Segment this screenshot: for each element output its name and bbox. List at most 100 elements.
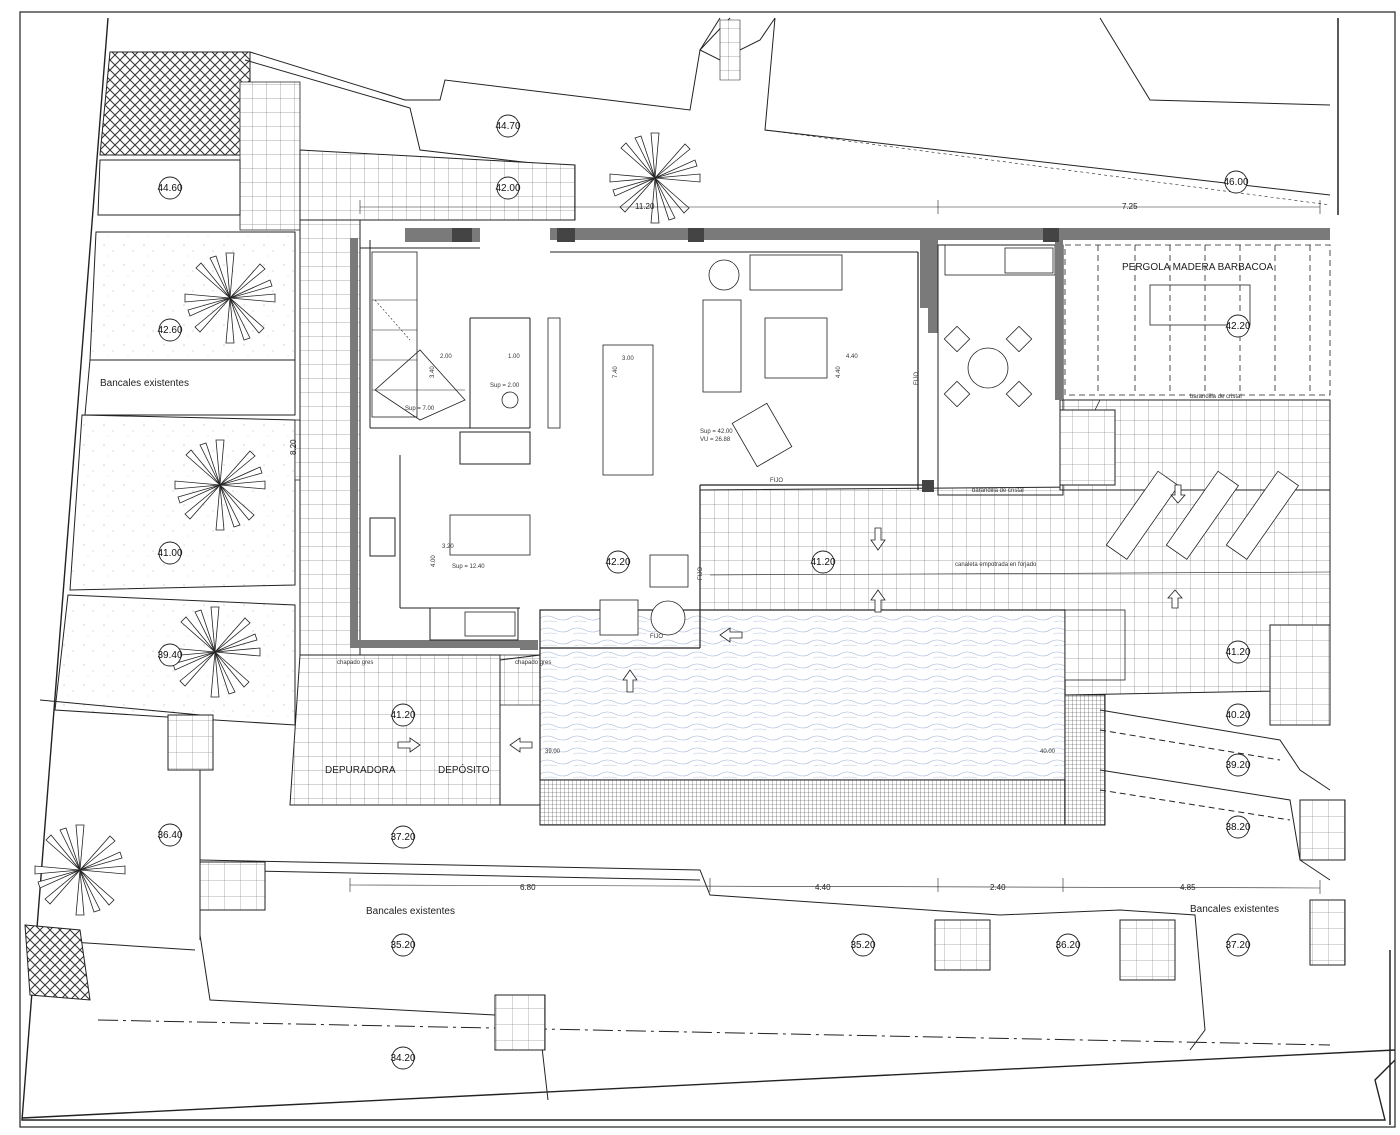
level-marker: 37.20 — [1225, 933, 1251, 957]
level-marker: 40.20 — [1225, 703, 1251, 727]
svg-text:37.20: 37.20 — [1225, 940, 1250, 951]
label-fijo-3: FIJO — [698, 567, 704, 580]
palm-tree-icon — [184, 252, 276, 344]
area-living: Sup = 42.00 — [700, 429, 733, 435]
label-pool-level-left: 39.00 — [545, 749, 561, 755]
level-marker: 39.40 — [157, 643, 183, 667]
label-pergola: PERGOLA MADERA BARBACOA — [1122, 262, 1273, 273]
level-marker: 46.00 — [1223, 170, 1249, 194]
svg-text:41.20: 41.20 — [810, 557, 835, 568]
dim-label: 6.80 — [520, 883, 536, 892]
text-labels: Bancales existentes Bancales existentes … — [100, 262, 1279, 917]
dim-label: 3.20 — [442, 544, 454, 550]
level-marker: 42.20 — [605, 550, 631, 574]
dim-label: 3.00 — [622, 356, 634, 362]
dim-label: 1.00 — [508, 354, 520, 360]
dimension-lines — [299, 200, 1331, 894]
dim-label: 7.40 — [613, 366, 619, 378]
level-marker: 42.20 — [1225, 314, 1251, 338]
svg-text:35.20: 35.20 — [390, 940, 415, 951]
dim-label: 2.00 — [440, 354, 452, 360]
label-pool-level-right: 40.00 — [1040, 749, 1056, 755]
dim-label: 4.85 — [1180, 883, 1196, 892]
svg-text:42.20: 42.20 — [605, 557, 630, 568]
level-marker: 41.20 — [390, 703, 416, 727]
level-markers: 44.70 44.60 42.00 46.00 42.60 42.20 41.0… — [157, 114, 1251, 1070]
level-marker: 42.00 — [495, 176, 521, 200]
pergola — [1064, 244, 1331, 396]
svg-text:42.20: 42.20 — [1225, 321, 1250, 332]
furniture — [449, 247, 1300, 637]
label-bancales-bottom: Bancales existentes — [366, 906, 455, 917]
exterior-stairs — [24, 409, 1346, 1051]
svg-text:39.40: 39.40 — [157, 650, 182, 661]
dim-label: 4.00 — [431, 555, 437, 567]
dim-label: 4.40 — [846, 354, 858, 360]
dim-label: 4.40 — [815, 883, 831, 892]
palm-tree-icon — [609, 132, 701, 224]
label-barandilla-2: barandilla de cristal — [1190, 394, 1242, 400]
svg-text:40.20: 40.20 — [1225, 710, 1250, 721]
level-marker: 34.20 — [390, 1046, 416, 1070]
svg-text:46.00: 46.00 — [1223, 177, 1248, 188]
label-fijo-1: FIJO — [770, 478, 783, 484]
svg-text:42.60: 42.60 — [157, 325, 182, 336]
level-marker: 37.20 — [390, 825, 416, 849]
area-living-vu: VU = 26.88 — [700, 437, 731, 443]
house-walls — [350, 228, 1330, 650]
level-marker: 39.20 — [1225, 753, 1251, 777]
label-canaleta: canaleta empotrada en forjado — [955, 562, 1037, 568]
swimming-pool — [499, 609, 1126, 826]
level-marker: 36.40 — [157, 823, 183, 847]
label-chapado-2: chapado gres — [515, 660, 551, 666]
level-marker: 35.20 — [390, 933, 416, 957]
label-deposito: DEPÓSITO — [438, 763, 490, 776]
arrows — [397, 484, 1186, 753]
svg-text:39.20: 39.20 — [1225, 760, 1250, 771]
level-marker: 44.60 — [157, 176, 183, 200]
level-marker: 41.00 — [157, 541, 183, 565]
label-chapado-1: chapado gres — [337, 660, 373, 666]
dimension-labels: 11.20 7.25 8.20 6.80 4.40 2.40 4.85 2.00… — [289, 202, 1196, 892]
level-marker: 42.60 — [157, 318, 183, 342]
svg-text:36.40: 36.40 — [157, 830, 182, 841]
dim-label: 11.20 — [635, 202, 655, 211]
svg-text:34.20: 34.20 — [390, 1053, 415, 1064]
level-marker: 38.20 — [1225, 815, 1251, 839]
label-bancales-left: Bancales existentes — [100, 378, 189, 389]
level-marker: 44.70 — [495, 114, 521, 138]
level-marker: 41.20 — [810, 550, 836, 574]
site-boundary — [21, 17, 1396, 1121]
label-fijo-2: FIJO — [650, 634, 663, 640]
svg-text:37.20: 37.20 — [390, 832, 415, 843]
svg-text:44.70: 44.70 — [495, 121, 520, 132]
palm-tree-icon — [34, 824, 126, 916]
svg-text:41.20: 41.20 — [390, 710, 415, 721]
drawing-frame — [19, 11, 1396, 1128]
label-barandilla-1: barandilla de cristal — [972, 488, 1024, 494]
level-marker: 36.20 — [1055, 933, 1081, 957]
room-areas: Sup = 7.00 Sup = 2.00 Sup = 12.40 Sup = … — [405, 383, 733, 570]
dim-label: 2.40 — [990, 883, 1006, 892]
area-kitchen: Sup = 12.40 — [452, 564, 485, 570]
svg-text:42.00: 42.00 — [495, 183, 520, 194]
svg-text:44.60: 44.60 — [157, 183, 182, 194]
svg-text:36.20: 36.20 — [1055, 940, 1080, 951]
interior-stairs — [371, 251, 466, 421]
label-fijo-4: FIJO — [914, 372, 920, 385]
level-marker: 41.20 — [1225, 640, 1251, 664]
label-depuradora: DEPURADORA — [325, 765, 396, 776]
area-bath: Sup = 2.00 — [490, 383, 520, 389]
svg-text:35.20: 35.20 — [850, 940, 875, 951]
dim-label: 7.25 — [1122, 202, 1138, 211]
svg-text:38.20: 38.20 — [1225, 822, 1250, 833]
area-stair: Sup = 7.00 — [405, 406, 435, 412]
dim-label: 4.40 — [836, 366, 842, 378]
level-marker: 35.20 — [850, 933, 876, 957]
palm-tree-icon — [174, 439, 266, 531]
label-bancales-right: Bancales existentes — [1190, 904, 1279, 915]
svg-text:41.00: 41.00 — [157, 548, 182, 559]
svg-text:41.20: 41.20 — [1225, 647, 1250, 658]
palm-tree-icon — [169, 606, 261, 698]
